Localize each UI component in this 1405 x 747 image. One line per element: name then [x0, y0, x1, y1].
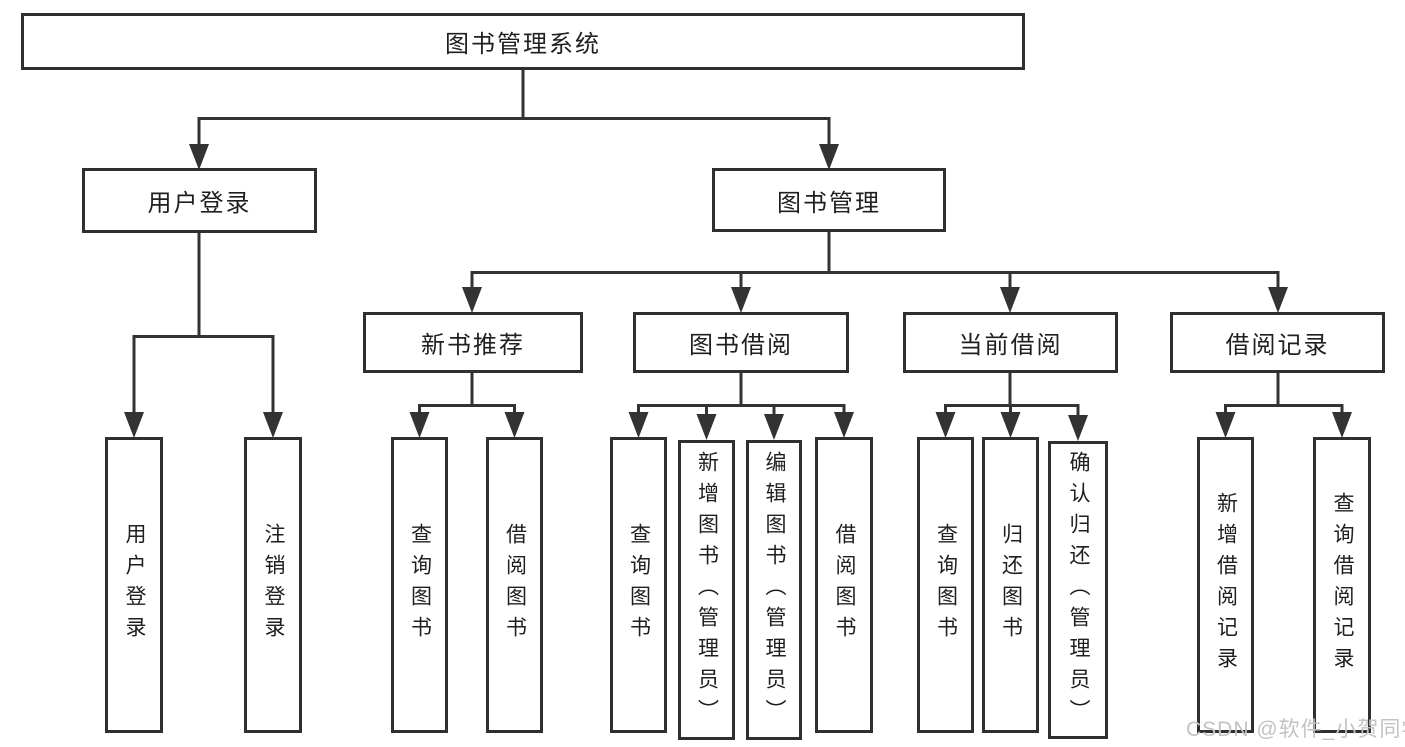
leaf-add-book-admin: 新增图书（管理员）: [678, 440, 735, 740]
leaf-add-borrow-record: 新增借阅记录: [1197, 437, 1254, 733]
node-book-management: 图书管理: [712, 168, 946, 232]
connector-current-borrow-children: [935, 372, 1088, 441]
node-book-management-label: 图书管理: [777, 189, 881, 217]
csdn-watermark: CSDN @软件_小贺同学: [1186, 718, 1405, 741]
connector-user-login-children: [124, 232, 283, 438]
connector-book-mgmt-children: [462, 232, 1288, 313]
node-book-borrow-label: 图书借阅: [689, 332, 793, 359]
leaf-logout: 注销登录: [244, 437, 302, 733]
leaf-return-book: 归还图书: [982, 437, 1039, 733]
node-current-borrow-label: 当前借阅: [958, 332, 1063, 359]
node-user-login: 用户登录: [82, 168, 317, 233]
leaf-confirm-return-admin: 确认归还（管理员）: [1048, 441, 1108, 739]
leaf-query-book-newbook: 查询图书: [391, 437, 448, 733]
leaf-query-borrow-record: 查询借阅记录: [1313, 437, 1371, 733]
connector-root-to-level1: [189, 69, 839, 170]
leaf-borrow-book-newbook: 借阅图书: [486, 437, 543, 733]
leaf-query-book-borrow: 查询图书: [610, 437, 667, 733]
node-new-book-recommend: 新书推荐: [363, 312, 583, 373]
node-borrow-records-label: 借阅记录: [1225, 332, 1330, 359]
node-new-book-recommend-label: 新书推荐: [421, 332, 525, 359]
node-root-label: 图书管理系统: [445, 31, 601, 58]
node-user-login-label: 用户登录: [147, 190, 252, 217]
leaf-user-login: 用户登录: [105, 437, 163, 733]
node-root-system: 图书管理系统: [21, 13, 1025, 70]
connector-new-book-children: [409, 372, 525, 438]
connector-borrow-records-children: [1215, 372, 1352, 438]
leaf-edit-book-admin: 编辑图书（管理员）: [746, 440, 802, 740]
node-borrow-records: 借阅记录: [1170, 312, 1385, 373]
node-current-borrow: 当前借阅: [903, 312, 1118, 373]
node-book-borrow: 图书借阅: [633, 312, 849, 373]
leaf-query-book-current: 查询图书: [917, 437, 974, 733]
connector-book-borrow-children: [628, 372, 854, 440]
leaf-borrow-book-borrow: 借阅图书: [815, 437, 873, 733]
